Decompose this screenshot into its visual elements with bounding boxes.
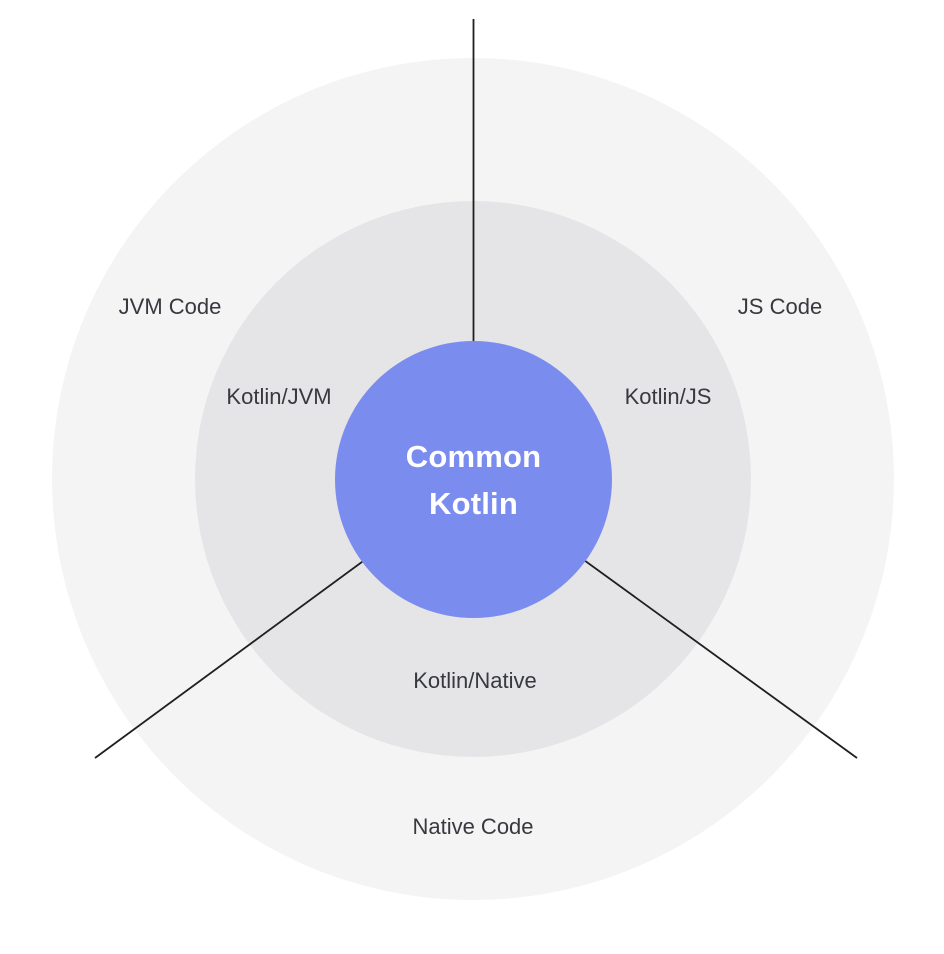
js-code-label: JS Code xyxy=(737,294,823,319)
common-kotlin-label-line2: Kotlin xyxy=(428,485,518,521)
native-code-label: Native Code xyxy=(412,814,534,839)
common-kotlin-label-line1: Common xyxy=(405,438,542,474)
kotlin-native-label: Kotlin/Native xyxy=(413,668,537,693)
kotlin-jvm-label: Kotlin/JVM xyxy=(226,384,332,409)
kotlin-js-label: Kotlin/JS xyxy=(624,384,712,409)
jvm-code-label: JVM Code xyxy=(118,294,222,319)
common-kotlin-circle: Common Kotlin xyxy=(335,341,612,618)
